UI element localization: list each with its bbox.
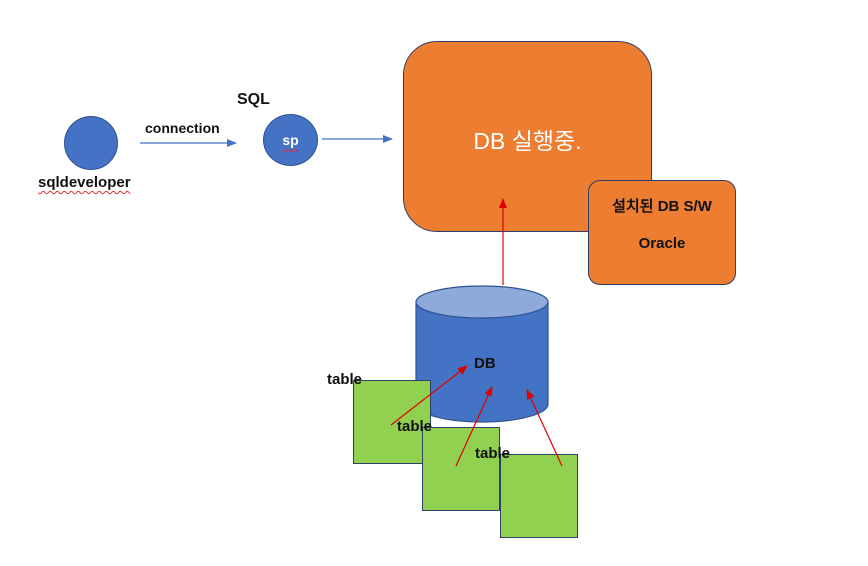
arrow-table1-to-db [390,365,468,426]
table-label-2: table [397,418,433,435]
table-label-3: table [475,445,511,462]
db-cylinder [415,285,549,423]
installed-sw-box: 설치된 DB S/W Oracle [588,180,736,285]
arrow-table3-to-db [526,389,563,467]
table-box-2 [422,427,500,511]
sp-label: sp [282,132,299,148]
sql-label: SQL [237,91,270,108]
oracle-label: Oracle [638,235,686,252]
table-box-3 [500,454,578,538]
sqldeveloper-node [64,116,118,170]
sp-node: sp [263,114,318,166]
installed-sw-title: 설치된 DB S/W [612,198,712,215]
connection-label: connection [145,120,220,136]
table-label-1: table [327,371,363,388]
db-label: DB [474,355,496,372]
arrow-table2-to-db [455,386,493,467]
sqldeveloper-label: sqldeveloper [38,174,131,191]
table-box-1 [353,380,431,464]
db-running-label: DB 실행중. [473,128,582,154]
